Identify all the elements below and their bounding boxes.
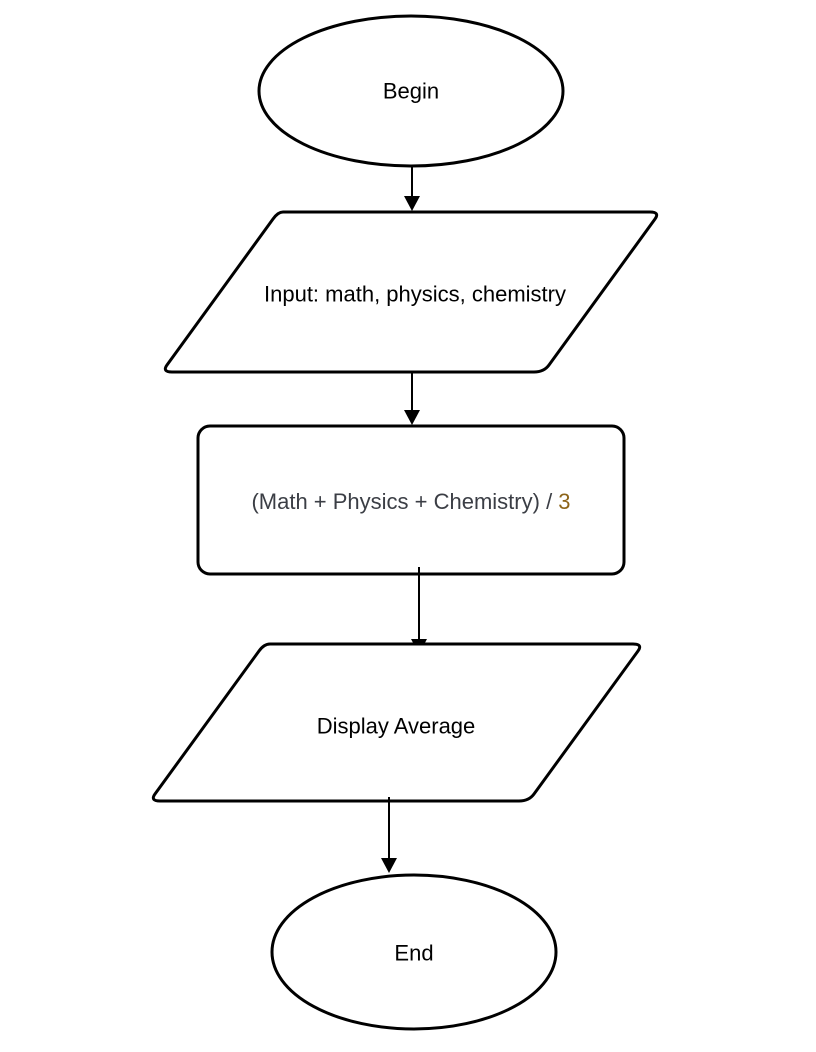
arrow-process-to-display [411,567,427,654]
process-divisor: 3 [558,489,570,514]
process-expression: (Math + Physics + Chemistry) / [251,489,558,514]
end-label: End [394,941,433,966]
input-node[interactable]: Input: math, physics, chemistry [163,210,659,374]
process-label: (Math + Physics + Chemistry) / 3 [251,489,570,514]
display-node[interactable]: Display Average [151,642,642,803]
arrow-display-to-end [381,797,397,873]
end-node[interactable]: End [270,873,558,1031]
arrow-begin-to-input [404,166,420,211]
input-label: Input: math, physics, chemistry [264,282,566,307]
process-node[interactable]: (Math + Physics + Chemistry) / 3 [196,424,626,576]
arrow-input-to-process [404,372,420,425]
display-label: Display Average [317,714,476,739]
begin-node[interactable]: Begin [257,14,565,168]
begin-label: Begin [383,79,439,104]
